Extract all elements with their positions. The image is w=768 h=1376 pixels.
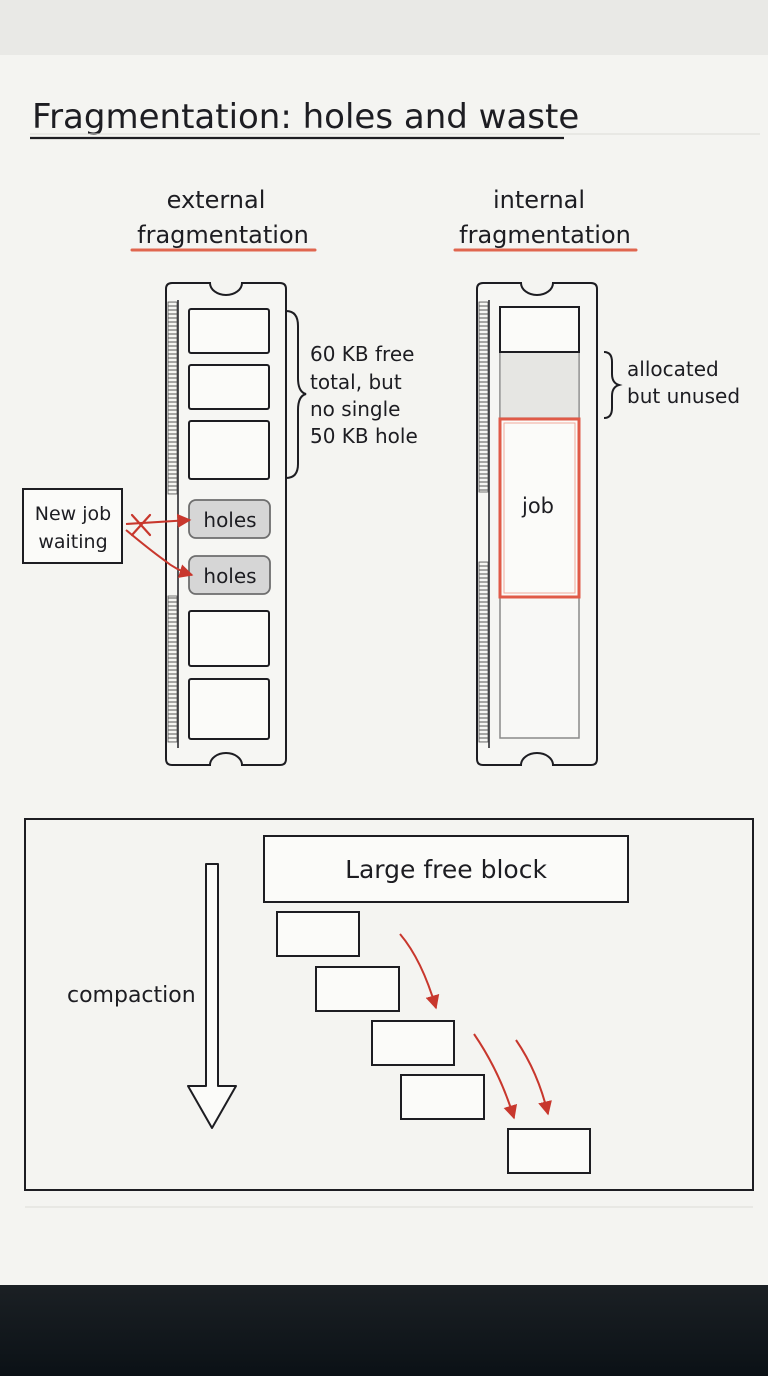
external-block — [188, 678, 270, 740]
internal-note-line: but unused — [627, 384, 740, 408]
external-heading-line2: fragmentation — [137, 221, 309, 249]
external-block — [188, 308, 270, 354]
job-label: job — [521, 494, 554, 518]
new-job-line: New job — [35, 503, 111, 525]
compaction-move-arrow — [399, 933, 440, 1010]
external-stick-teeth-bottom — [167, 595, 178, 743]
large-free-block-label: Large free block — [345, 855, 547, 884]
compaction-block — [315, 966, 400, 1012]
compaction-block — [400, 1074, 485, 1120]
external-note-line: 60 KB free — [310, 342, 414, 366]
new-job-box — [22, 488, 123, 564]
internal-stick-teeth-bottom — [478, 561, 489, 743]
compaction-block — [276, 911, 360, 957]
external-note-line: total, but — [310, 370, 402, 394]
compaction-frame — [24, 818, 754, 1191]
compaction-move-arrow — [515, 1039, 552, 1116]
internal-brace — [603, 351, 623, 419]
internal-top-block — [499, 306, 580, 353]
compaction-down-arrow — [187, 863, 237, 1129]
compaction-panel: compaction Large free block — [24, 818, 754, 1191]
compaction-move-arrow — [473, 1033, 518, 1120]
job-block — [498, 417, 581, 599]
job-block-inner — [503, 422, 576, 594]
internal-stick-teeth-top — [478, 301, 489, 493]
unused-space — [499, 351, 580, 419]
external-stick-teeth-top — [167, 301, 178, 495]
compaction-block — [507, 1128, 591, 1174]
internal-fragmentation-panel: internal fragmentation job allocated but… — [453, 186, 740, 766]
hole-label: holes — [203, 508, 256, 532]
external-block — [188, 364, 270, 410]
hole-label: holes — [203, 564, 256, 588]
red-arrow-to-second-hole — [125, 529, 194, 578]
cross-mark-icon — [130, 513, 152, 537]
internal-heading-line1: internal — [493, 186, 585, 214]
external-block — [188, 610, 270, 667]
external-note-line: 50 KB hole — [310, 424, 418, 448]
external-heading-line1: external — [167, 186, 266, 214]
external-fragmentation-panel: external fragmentation holes holes 60 KB… — [22, 186, 418, 766]
new-job-line: waiting — [38, 531, 107, 553]
internal-note-line: allocated — [627, 357, 719, 381]
external-brace — [285, 310, 307, 479]
red-arrow-to-first-hole — [125, 513, 192, 528]
large-free-block — [263, 835, 629, 903]
compaction-block — [371, 1020, 455, 1066]
internal-heading-line2: fragmentation — [459, 221, 631, 249]
page-title: Fragmentation: holes and waste — [32, 97, 579, 137]
external-block — [188, 420, 270, 480]
compaction-label: compaction — [67, 983, 196, 1008]
dark-background-band — [0, 1285, 768, 1376]
paper-sheet — [0, 55, 768, 1285]
external-note-line: no single — [310, 397, 400, 421]
